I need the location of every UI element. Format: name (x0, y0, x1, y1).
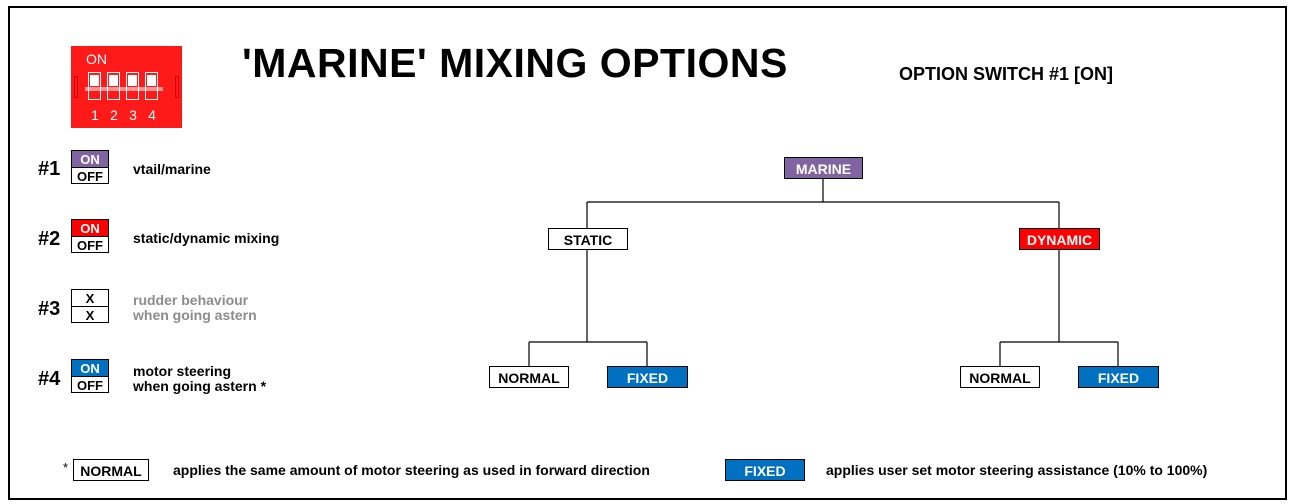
option-switch-label: OPTION SWITCH #1 [ON] (899, 64, 1114, 84)
option-1-switch: ON OFF (71, 150, 109, 184)
option-3-top: X (71, 289, 109, 306)
dip-bar (85, 87, 163, 91)
option-2-line1: static/dynamic mixing (133, 230, 280, 246)
dip-edge-left (74, 76, 78, 98)
option-3-line1: rudder behaviour (133, 292, 249, 308)
option-2-bottom: OFF (71, 236, 109, 253)
dip-edge-right (175, 76, 179, 98)
option-1-number: #1 (38, 158, 61, 180)
dip-slot-2 (107, 72, 120, 100)
footnote-fixed-text: applies user set motor steering assistan… (826, 462, 1208, 478)
option-1-line1: vtail/marine (133, 161, 211, 177)
dip-number-1: 1 (91, 107, 99, 123)
node-static-normal: NORMAL (489, 366, 569, 388)
dip-number-4: 4 (148, 107, 156, 123)
dip-number-2: 2 (110, 107, 118, 123)
option-2-description: static/dynamic mixing (133, 231, 279, 246)
option-1-top: ON (71, 150, 109, 167)
dip-slot-4 (145, 72, 158, 100)
footnote-normal-box: NORMAL (73, 459, 149, 481)
option-4-switch: ON OFF (71, 359, 109, 393)
option-4-line1: motor steering (133, 363, 232, 379)
option-3-line2: when going astern (133, 307, 257, 323)
page-title: 'MARINE' MIXING OPTIONS (242, 40, 788, 86)
node-dynamic-fixed: FIXED (1078, 366, 1159, 388)
dip-on-label: ON (86, 51, 107, 67)
option-4-line2: when going astern * (133, 378, 267, 394)
option-3-bottom: X (71, 306, 109, 323)
option-2-number: #2 (38, 228, 61, 250)
option-3-description: rudder behaviour when going astern (133, 293, 257, 323)
option-4-description: motor steering when going astern * (133, 364, 266, 394)
option-1-bottom: OFF (71, 167, 109, 184)
option-4-bottom: OFF (71, 376, 109, 393)
footnote-fixed-box: FIXED (725, 459, 805, 481)
node-marine: MARINE (784, 157, 863, 179)
footnote-star: * (63, 460, 69, 475)
dip-slot-1 (88, 72, 101, 100)
option-2-switch: ON OFF (71, 219, 109, 253)
footnote-normal-text: applies the same amount of motor steerin… (173, 462, 650, 478)
node-static: STATIC (548, 228, 628, 250)
option-4-number: #4 (38, 368, 61, 390)
node-dynamic: DYNAMIC (1019, 228, 1100, 250)
dip-slot-3 (126, 72, 139, 100)
node-static-fixed: FIXED (607, 366, 688, 388)
diagram-frame (8, 6, 1287, 500)
dip-switch-icon: ON 1 2 3 4 (71, 46, 182, 128)
option-3-number: #3 (38, 298, 61, 320)
option-1-description: vtail/marine (133, 162, 211, 177)
node-dynamic-normal: NORMAL (960, 366, 1040, 388)
option-3-switch: X X (71, 289, 109, 323)
dip-number-3: 3 (129, 107, 137, 123)
option-2-top: ON (71, 219, 109, 236)
option-4-top: ON (71, 359, 109, 376)
